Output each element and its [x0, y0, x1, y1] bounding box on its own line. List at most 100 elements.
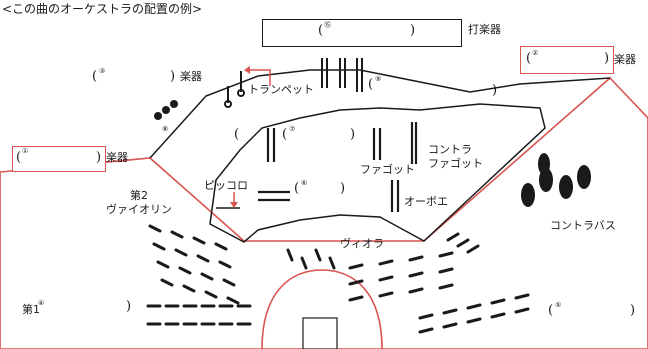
label-instrument-1: 楽器 [106, 151, 128, 164]
number-9: ⑨ [375, 75, 382, 83]
violin-icon [196, 254, 210, 263]
viola-icon [348, 295, 364, 302]
upper-platform-outline [149, 69, 611, 159]
label-oboe: オーボエ [404, 195, 448, 208]
viola-icon [378, 259, 394, 266]
viola-icon [438, 283, 454, 290]
label-contrabass: コントラバス [550, 219, 616, 232]
contrabass-group [521, 153, 591, 207]
paren-open: ( [234, 127, 240, 142]
number-6: ⑥ [301, 179, 308, 187]
viola-icon [314, 248, 322, 262]
paren-close: ) [492, 83, 498, 98]
violin-icon [222, 278, 236, 287]
paren-open: ( [548, 303, 554, 318]
viola-icon [456, 238, 470, 248]
paren-close: ) [630, 303, 636, 318]
label-trumpet: トランペット [248, 83, 314, 96]
cello-icon [442, 308, 458, 315]
cello-icon [514, 307, 530, 314]
violin-icon [152, 242, 166, 251]
cello-icon [466, 303, 482, 310]
label-contrabassoon-2: ファゴット [428, 157, 483, 170]
violin-icon [204, 290, 218, 299]
paren-close: ) [604, 51, 610, 66]
violin-icon [170, 230, 184, 239]
viola-icon [466, 244, 480, 254]
viola-icon [408, 271, 424, 278]
violin-icon [192, 236, 206, 245]
cello-icon [418, 313, 434, 320]
viola-icon [446, 232, 460, 242]
label-viola: ヴィオラ [340, 237, 384, 250]
viola-icon [378, 275, 394, 282]
label-bassoon: ファゴット [360, 163, 415, 176]
cello-icon [514, 293, 530, 300]
number-7: ⑦ [289, 125, 296, 133]
paren-close: ) [126, 299, 132, 314]
viola-icon [300, 256, 308, 270]
label-piccolo: ピッコロ [204, 179, 248, 192]
violin-icon [226, 296, 240, 305]
cello-icon [490, 298, 506, 305]
trumpet-arrow [250, 69, 271, 86]
violin-icon [148, 224, 162, 233]
viola-icon [286, 248, 294, 262]
answer-box-2 [520, 46, 614, 74]
violin-icon [156, 260, 170, 269]
paren-open: ( [526, 51, 532, 66]
paren-open: ( [282, 127, 288, 142]
viola-icon [438, 251, 454, 258]
paren-close: ) [170, 69, 176, 84]
viola-icon [408, 255, 424, 262]
viola-icon [378, 291, 394, 298]
violin-icon [182, 284, 196, 293]
violin-icon [214, 242, 228, 251]
paren-close: ) [410, 23, 416, 38]
inner-platform-outline [209, 103, 546, 243]
woodwind-group [216, 122, 418, 212]
conductor-podium [302, 317, 338, 349]
podium-arc [261, 269, 383, 349]
percussion-answer-box [262, 19, 462, 47]
cello-icon [466, 317, 482, 324]
label-contrabassoon-1: コントラ [428, 143, 472, 156]
label-instrument-3: 楽器 [180, 70, 202, 83]
label-instrument-2: 楽器 [614, 53, 636, 66]
number-1: ① [22, 147, 29, 155]
violin-icon [174, 248, 188, 257]
cello-icon [442, 322, 458, 329]
answer-box-1 [12, 146, 106, 172]
viola-icon [408, 287, 424, 294]
number-8: ⑧ [162, 125, 169, 133]
paren-close: ) [340, 181, 346, 196]
paren-close: ) [96, 150, 102, 165]
number-4: ④ [38, 299, 45, 307]
violin-icon [160, 278, 174, 287]
paren-open: ( [294, 181, 300, 196]
violin-icon [178, 266, 192, 275]
number-3: ③ [99, 67, 106, 75]
violin-icon [218, 260, 232, 269]
number-5: ⑤ [555, 301, 562, 309]
viola-icon [348, 279, 364, 286]
paren-close: ) [350, 127, 356, 142]
label-violin1: 第1 [22, 303, 40, 316]
viola-icon [348, 263, 364, 270]
number-15: ⑮ [324, 21, 331, 29]
stage-outline [0, 76, 648, 349]
paren-open: ( [16, 150, 22, 165]
paren-open: ( [92, 69, 98, 84]
label-percussion: 打楽器 [468, 23, 501, 36]
label-violin2-1: 第2 [130, 189, 148, 202]
brass-group [224, 58, 363, 108]
viola-icon [438, 267, 454, 274]
label-violin2-2: ヴァイオリン [106, 203, 172, 216]
cello-icon [418, 327, 434, 334]
diagram-title: <この曲のオーケストラの配置の例> [2, 2, 203, 16]
cello-icon [490, 312, 506, 319]
horn-group [154, 100, 178, 120]
number-2: ② [532, 49, 539, 57]
viola-icon [328, 256, 336, 270]
string-section [146, 224, 530, 334]
